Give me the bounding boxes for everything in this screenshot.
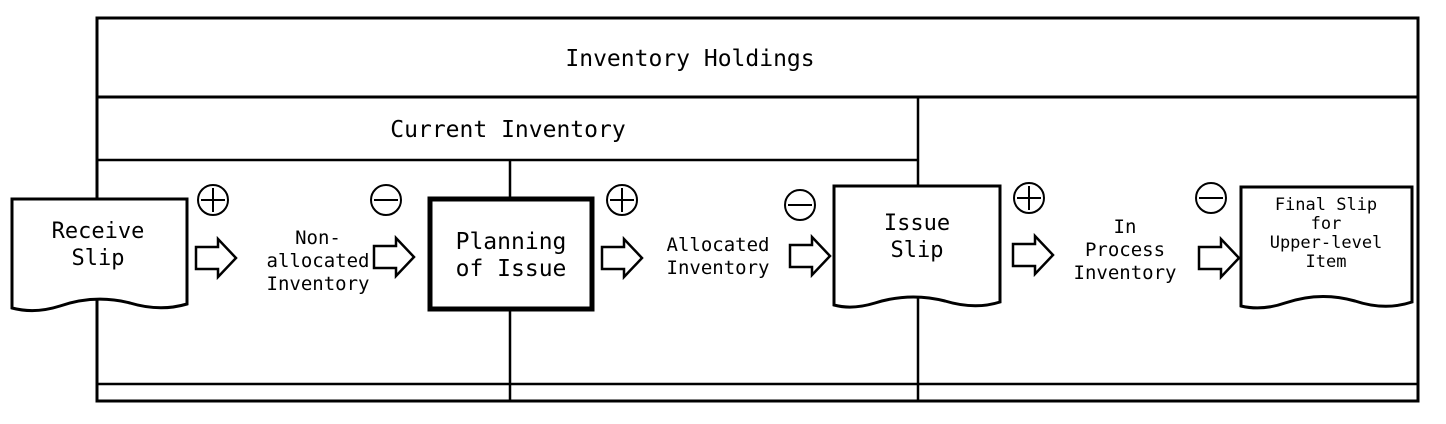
final-slip-line3: Upper-level xyxy=(1270,233,1383,253)
allocated-line1: Allocated xyxy=(667,234,770,256)
plus-sign-icon xyxy=(197,184,229,216)
planning-line2: of Issue xyxy=(456,256,567,282)
plus-sign-icon xyxy=(606,184,638,216)
non-allocated-line2: allocated xyxy=(267,250,370,272)
non-allocated-line3: Inventory xyxy=(267,273,370,295)
in-process-line2: Process xyxy=(1085,239,1165,261)
issue-slip-line2: Slip xyxy=(891,238,944,263)
in-process-line1: In xyxy=(1114,216,1137,238)
issue-slip-node: Issue Slip xyxy=(832,184,1002,309)
receive-slip-line2: Slip xyxy=(72,246,125,271)
planning-of-issue-node: Planning of Issue xyxy=(427,196,595,312)
in-process-line3: Inventory xyxy=(1074,262,1177,284)
flow-arrow-icon xyxy=(600,235,644,281)
allocated-line2: Inventory xyxy=(667,257,770,279)
receive-slip-node: Receive Slip xyxy=(10,197,189,313)
non-allocated-line1: Non- xyxy=(295,227,341,249)
final-slip-node: Final Slip for Upper-level Item xyxy=(1239,185,1414,310)
inventory-holdings-title: Inventory Holdings xyxy=(565,46,814,72)
planning-line1: Planning xyxy=(456,229,567,255)
flow-arrow-icon xyxy=(1197,235,1241,281)
plus-sign-icon xyxy=(1013,182,1045,214)
receive-slip-line1: Receive xyxy=(52,219,145,244)
minus-sign-icon xyxy=(784,189,816,221)
issue-slip-line1: Issue xyxy=(884,211,950,236)
flow-arrow-icon xyxy=(372,234,416,280)
current-inventory-title: Current Inventory xyxy=(390,117,625,143)
final-slip-line4: Item xyxy=(1306,252,1347,272)
minus-sign-icon xyxy=(1195,182,1227,214)
minus-sign-icon xyxy=(370,184,402,216)
final-slip-line2: for xyxy=(1311,214,1342,234)
flow-arrow-icon xyxy=(1011,232,1055,278)
final-slip-line1: Final Slip xyxy=(1275,195,1377,215)
flow-arrow-icon xyxy=(194,235,238,281)
flow-arrow-icon xyxy=(788,233,832,279)
